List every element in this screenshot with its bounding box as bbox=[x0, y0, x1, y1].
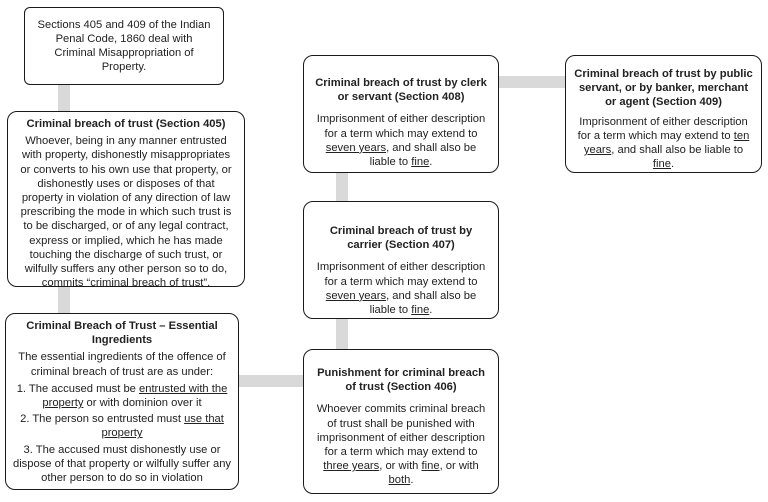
section-409-title: Criminal breach of trust by public serva… bbox=[574, 68, 753, 109]
section-408-box: Criminal breach of trust by clerk or ser… bbox=[303, 55, 499, 173]
ingredient-item-2: 2. The person so entrusted must use that… bbox=[20, 413, 224, 440]
ingredients-intro: The essential ingredients of the offence… bbox=[18, 351, 226, 378]
ingredient-item-1: 1. The accused must be entrusted with th… bbox=[16, 382, 228, 410]
section-407-body: Imprisonment of either description for a… bbox=[316, 261, 486, 317]
section-405-title: Criminal breach of trust (Section 405) bbox=[26, 118, 226, 130]
section-405-box: Criminal breach of trust (Section 405) W… bbox=[7, 111, 245, 290]
ingredients-box: Criminal Breach of Trust – Essential Ing… bbox=[5, 313, 239, 490]
section-406-title: Punishment for criminal breach of trust … bbox=[317, 367, 485, 394]
section-407-title: Criminal breach of trust by carrier (Sec… bbox=[329, 225, 473, 252]
connector-intro-405 bbox=[58, 84, 70, 112]
connector-ingredients-406 bbox=[238, 375, 304, 387]
section-405-body: Whoever, being in any manner entrusted w… bbox=[20, 135, 232, 290]
section-408-title: Criminal breach of trust by clerk or ser… bbox=[315, 77, 487, 104]
ingredients-title: Criminal Breach of Trust – Essential Ing… bbox=[26, 320, 218, 347]
section-406-box: Punishment for criminal breach of trust … bbox=[303, 349, 499, 494]
ingredients-list: 1. The accused must be entrusted with th… bbox=[12, 382, 232, 485]
intro-box: Sections 405 and 409 of the Indian Penal… bbox=[24, 7, 224, 85]
connector-408-409 bbox=[498, 76, 566, 88]
intro-text: Sections 405 and 409 of the Indian Penal… bbox=[37, 18, 211, 74]
section-407-box: Criminal breach of trust by carrier (Sec… bbox=[303, 201, 499, 319]
section-409-box: Criminal breach of trust by public serva… bbox=[565, 55, 762, 173]
section-406-body: Whoever commits criminal breach of trust… bbox=[316, 403, 486, 487]
connector-406-407 bbox=[336, 318, 348, 350]
ingredient-item-3: 3. The accused must dishonestly use or d… bbox=[12, 443, 232, 485]
section-409-body: Imprisonment of either description for a… bbox=[577, 115, 750, 171]
connector-407-408 bbox=[336, 172, 348, 202]
section-408-body: Imprisonment of either description for a… bbox=[316, 113, 486, 169]
connector-405-ingredients bbox=[58, 286, 70, 314]
